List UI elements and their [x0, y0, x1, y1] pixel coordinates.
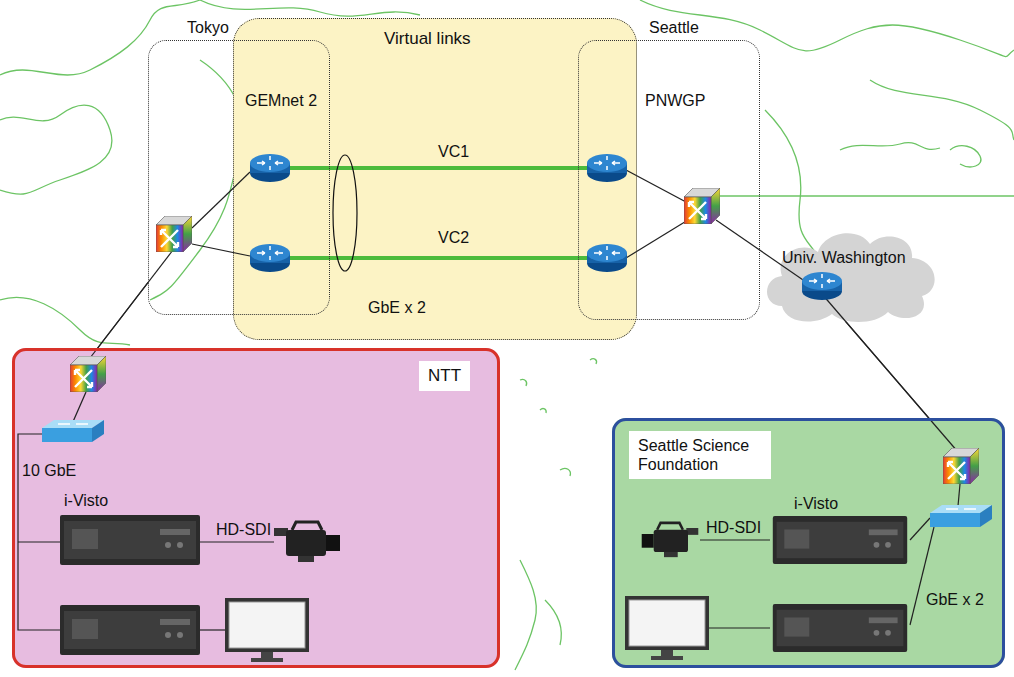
i-visto-device: [773, 604, 907, 652]
i-visto-device: [773, 516, 907, 564]
network-link: [846, 322, 929, 418]
router: [587, 244, 627, 272]
region-label: PNWGP: [645, 91, 705, 110]
virtual-circuit: [288, 256, 590, 260]
coastline: [870, 80, 1014, 140]
coastline: [545, 600, 561, 645]
island: [540, 409, 546, 413]
router: [250, 244, 290, 272]
annotation-label: VC1: [438, 142, 469, 161]
coastline: [0, 297, 130, 345]
cloud-shape: [767, 233, 935, 322]
display-monitor: [225, 598, 309, 662]
annotation-label: i-Visto: [794, 494, 838, 513]
region-label: Univ. Washington: [782, 248, 906, 267]
site-name: NTT: [419, 361, 470, 391]
coastline: [640, 0, 1014, 57]
virtual-circuit: [288, 166, 590, 170]
annotation-label: GbE x 2: [368, 298, 426, 317]
optical-cross-connect: [943, 448, 979, 484]
region-label: Seattle: [649, 18, 699, 37]
region-fill: [233, 18, 637, 340]
site-panel: Seattle Science Foundation: [612, 418, 1005, 668]
virtual-links-region: Virtual links: [233, 18, 637, 340]
site-name: Seattle Science Foundation: [629, 431, 771, 479]
optical-cross-connect: [684, 188, 720, 224]
wire: [200, 629, 227, 630]
i-visto-device: [60, 515, 200, 565]
i-visto-device: [60, 605, 200, 655]
coastline: [150, 60, 243, 300]
hd-sdi-cable: [700, 539, 770, 540]
coastline: [950, 146, 981, 167]
router: [587, 154, 627, 182]
region-label: GEMnet 2: [245, 91, 317, 110]
island: [590, 359, 597, 364]
hd-sdi-cable: [200, 541, 274, 542]
wire: [90, 250, 173, 358]
wire: [626, 170, 686, 202]
region-fill: [612, 418, 1005, 668]
region-label: Virtual links: [384, 29, 471, 49]
wire: [910, 527, 934, 625]
region-fill: [233, 18, 637, 340]
wire: [910, 518, 930, 540]
site-region: SeattlePNWGP: [578, 40, 760, 320]
map-line: [720, 195, 1014, 196]
annotation-label: VC2: [438, 228, 469, 247]
cloud-shape: [767, 233, 935, 322]
annotation-label: 10 GbE: [22, 461, 76, 480]
wire: [18, 541, 60, 542]
wire: [72, 392, 86, 424]
region-label: Tokyo: [187, 18, 229, 37]
optical-cross-connect: [70, 356, 106, 392]
router: [802, 272, 842, 300]
coastline: [0, 0, 200, 75]
region-fill: [612, 418, 1005, 668]
annotation-label: HD-SDI: [216, 520, 271, 539]
coastline: [840, 143, 940, 150]
wire: [822, 294, 958, 452]
island: [520, 379, 527, 386]
annotation-label: HD-SDI: [706, 518, 761, 537]
coastline: [515, 560, 536, 670]
coastline: [0, 105, 112, 194]
network-link: [98, 282, 148, 348]
hd-camera: [642, 523, 699, 557]
wire: [709, 627, 770, 628]
ethernet-switch: [930, 505, 992, 527]
coastline: [200, 0, 420, 16]
display-monitor: [625, 596, 709, 660]
annotation-label: i-Visto: [64, 491, 108, 510]
wire: [958, 484, 960, 506]
optical-cross-connect: [156, 216, 192, 252]
ethernet-switch: [42, 420, 104, 442]
wires: [18, 170, 960, 630]
router: [250, 154, 290, 182]
island: [560, 468, 570, 476]
site-region: TokyoGEMnet 2: [148, 40, 330, 315]
wire: [626, 220, 688, 258]
wire: [192, 244, 250, 256]
region-fill: [12, 348, 500, 668]
region-fill: [12, 348, 500, 668]
campus-cloud: Univ. Washington: [762, 226, 940, 322]
wire: [192, 172, 250, 228]
coastline: [765, 110, 820, 260]
link-bundle-bracket: [333, 155, 357, 271]
hd-camera: [274, 522, 340, 562]
annotation-label: GbE x 2: [926, 590, 984, 609]
